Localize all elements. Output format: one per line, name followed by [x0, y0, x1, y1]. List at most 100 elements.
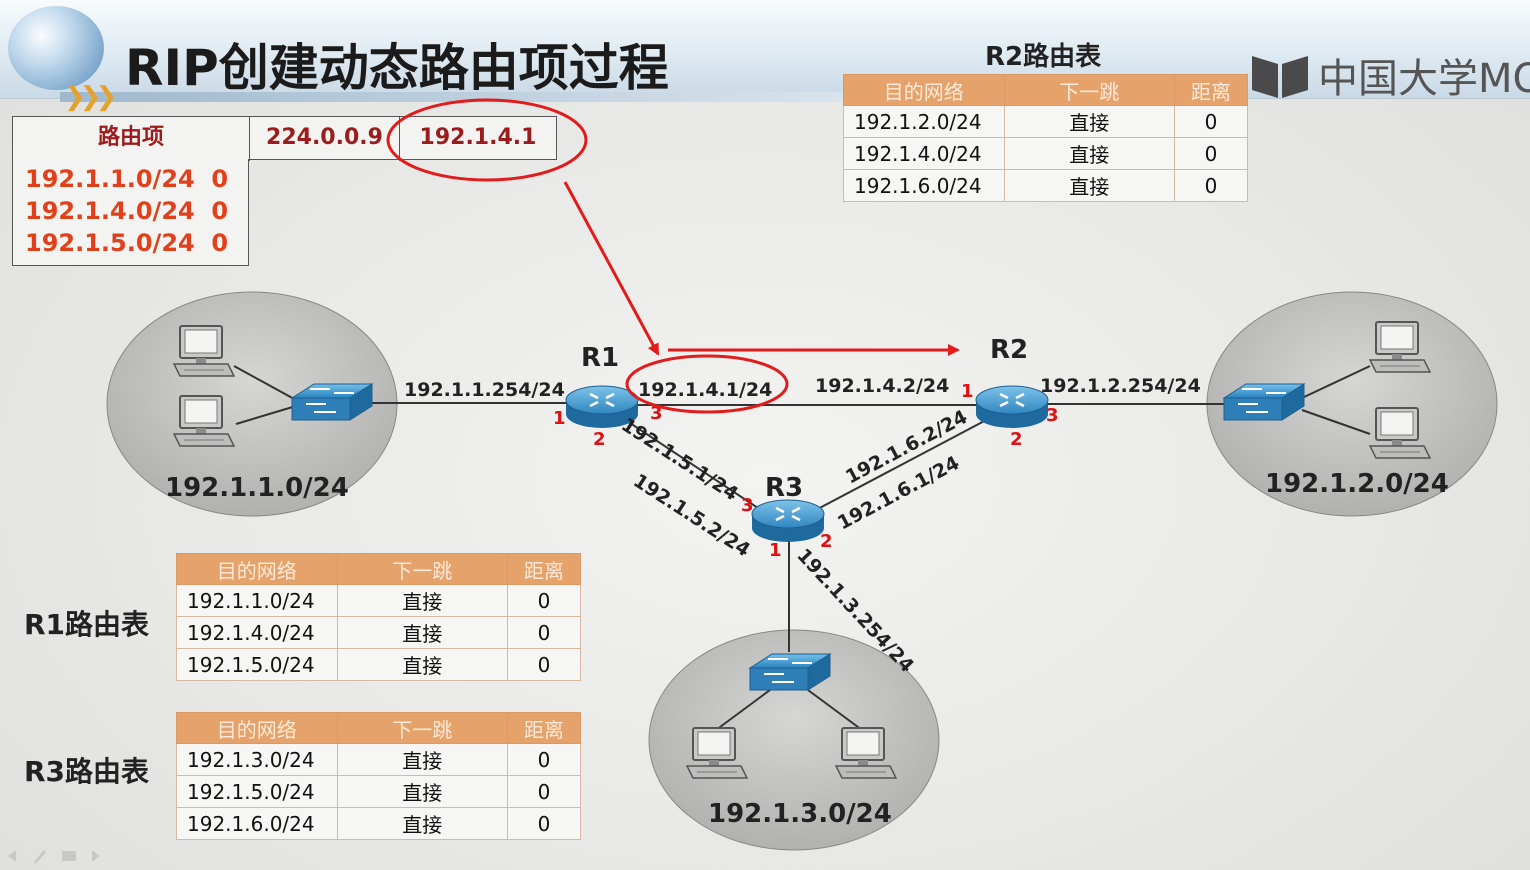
table-header-row: 目的网络 下一跳 距离	[176, 553, 582, 585]
port-number: 3	[741, 495, 754, 516]
network-2-label: 192.1.2.0/24	[1265, 469, 1449, 499]
mooc-logo: 中国大学MO	[1250, 50, 1530, 102]
interface-label: 192.1.4.1/24	[638, 379, 772, 401]
cell-distance: 0	[506, 743, 582, 776]
cell-dest: 192.1.4.0/24	[176, 616, 338, 649]
col-header-dest: 目的网络	[843, 74, 1005, 106]
banner-stripe	[60, 92, 850, 102]
cell-dest: 192.1.5.0/24	[176, 648, 338, 681]
cell-nexthop: 直接	[1003, 137, 1175, 170]
col-header-distance: 距离	[506, 712, 582, 744]
cell-nexthop: 直接	[336, 775, 508, 808]
network-1-label: 192.1.1.0/24	[165, 473, 349, 503]
route-entry-item: 192.1.1.0/24 0	[25, 165, 229, 193]
port-number: 3	[650, 403, 663, 424]
port-number: 1	[961, 381, 974, 402]
source-address-highlight	[386, 98, 588, 182]
r2-table-label: R2路由表	[985, 42, 1102, 72]
cell-nexthop: 直接	[1003, 105, 1175, 138]
port-number: 1	[769, 540, 782, 561]
link-pc-switch2	[1301, 365, 1371, 399]
pen-icon[interactable]	[34, 850, 46, 864]
port-number: 2	[1010, 429, 1023, 450]
cell-dest: 192.1.6.0/24	[176, 807, 338, 840]
book-logo-icon	[1252, 56, 1308, 98]
logo-text: 中国大学MO	[1318, 56, 1530, 102]
interface-label: 192.1.4.2/24	[815, 375, 949, 397]
route-entry-label: 路由项	[13, 117, 250, 161]
route-entry-item: 192.1.4.0/24 0	[25, 197, 229, 225]
link-r1-r3	[617, 414, 765, 513]
link-r2-r3	[811, 417, 991, 513]
link-pc-switch1	[233, 365, 297, 401]
r3-table-label: R3路由表	[24, 755, 150, 788]
arrow-to-interface-icon	[563, 181, 660, 356]
page-title: RIP创建动态路由项过程	[125, 39, 669, 97]
router-r3-icon	[750, 498, 826, 544]
col-header-nexthop: 下一跳	[336, 553, 508, 585]
router-r2-label: R2	[990, 335, 1028, 365]
cell-distance: 0	[506, 648, 582, 681]
col-header-distance: 距离	[506, 553, 582, 585]
prev-slide-icon[interactable]	[8, 850, 16, 862]
cell-dest: 192.1.5.0/24	[176, 775, 338, 808]
port-number: 2	[820, 531, 833, 552]
cell-nexthop: 直接	[336, 807, 508, 840]
dest-address: 224.0.0.9	[250, 117, 400, 161]
cell-dest: 192.1.4.0/24	[843, 137, 1005, 170]
col-header-dest: 目的网络	[176, 553, 338, 585]
cell-dest: 192.1.6.0/24	[843, 169, 1005, 202]
cell-nexthop: 直接	[336, 648, 508, 681]
router-r3-label: R3	[765, 473, 803, 503]
network-3-label: 192.1.3.0/24	[708, 799, 892, 829]
cell-distance: 0	[1173, 137, 1249, 170]
port-number: 1	[553, 408, 566, 429]
cell-distance: 0	[506, 775, 582, 808]
link-pc-switch3	[715, 689, 771, 731]
port-number: 2	[593, 429, 606, 450]
source-address: 192.1.4.1	[419, 125, 537, 150]
slideshow-controls[interactable]	[8, 850, 100, 864]
link-pc-switch1	[235, 405, 297, 425]
r1-table-label: R1路由表	[24, 608, 150, 641]
chevron-decoration-icon: ❯❯❯	[64, 82, 117, 112]
next-slide-icon[interactable]	[92, 850, 100, 862]
rip-route-entry: 路由项 224.0.0.9 192.1.4.1 192.1.1.0/24 0 1…	[12, 116, 557, 266]
menu-icon[interactable]	[62, 851, 76, 861]
cell-dest: 192.1.1.0/24	[176, 584, 338, 617]
table-header-row: 目的网络 下一跳 距离	[176, 712, 582, 744]
lan-3-cloud	[648, 629, 940, 851]
links	[233, 365, 1371, 731]
globe-icon	[8, 6, 104, 90]
interface-highlight	[625, 354, 789, 414]
router-r1-label: R1	[581, 343, 619, 373]
route-entry-list: 192.1.1.0/24 0 192.1.4.0/24 0 192.1.5.0/…	[12, 159, 249, 266]
cell-dest: 192.1.2.0/24	[843, 105, 1005, 138]
cell-nexthop: 直接	[1003, 169, 1175, 202]
interface-label: 192.1.1.254/24	[404, 379, 565, 401]
cell-distance: 0	[506, 616, 582, 649]
route-entry-header: 路由项 224.0.0.9 192.1.4.1	[12, 116, 557, 161]
interface-label: 192.1.2.254/24	[1040, 375, 1201, 397]
cell-distance: 0	[506, 807, 582, 840]
table-header-row: 目的网络 下一跳 距离	[843, 74, 1249, 106]
cell-distance: 0	[1173, 169, 1249, 202]
port-number: 3	[1046, 405, 1059, 426]
cell-nexthop: 直接	[336, 743, 508, 776]
col-header-nexthop: 下一跳	[336, 712, 508, 744]
router-r2-icon	[974, 384, 1050, 430]
cell-nexthop: 直接	[336, 616, 508, 649]
cell-nexthop: 直接	[336, 584, 508, 617]
